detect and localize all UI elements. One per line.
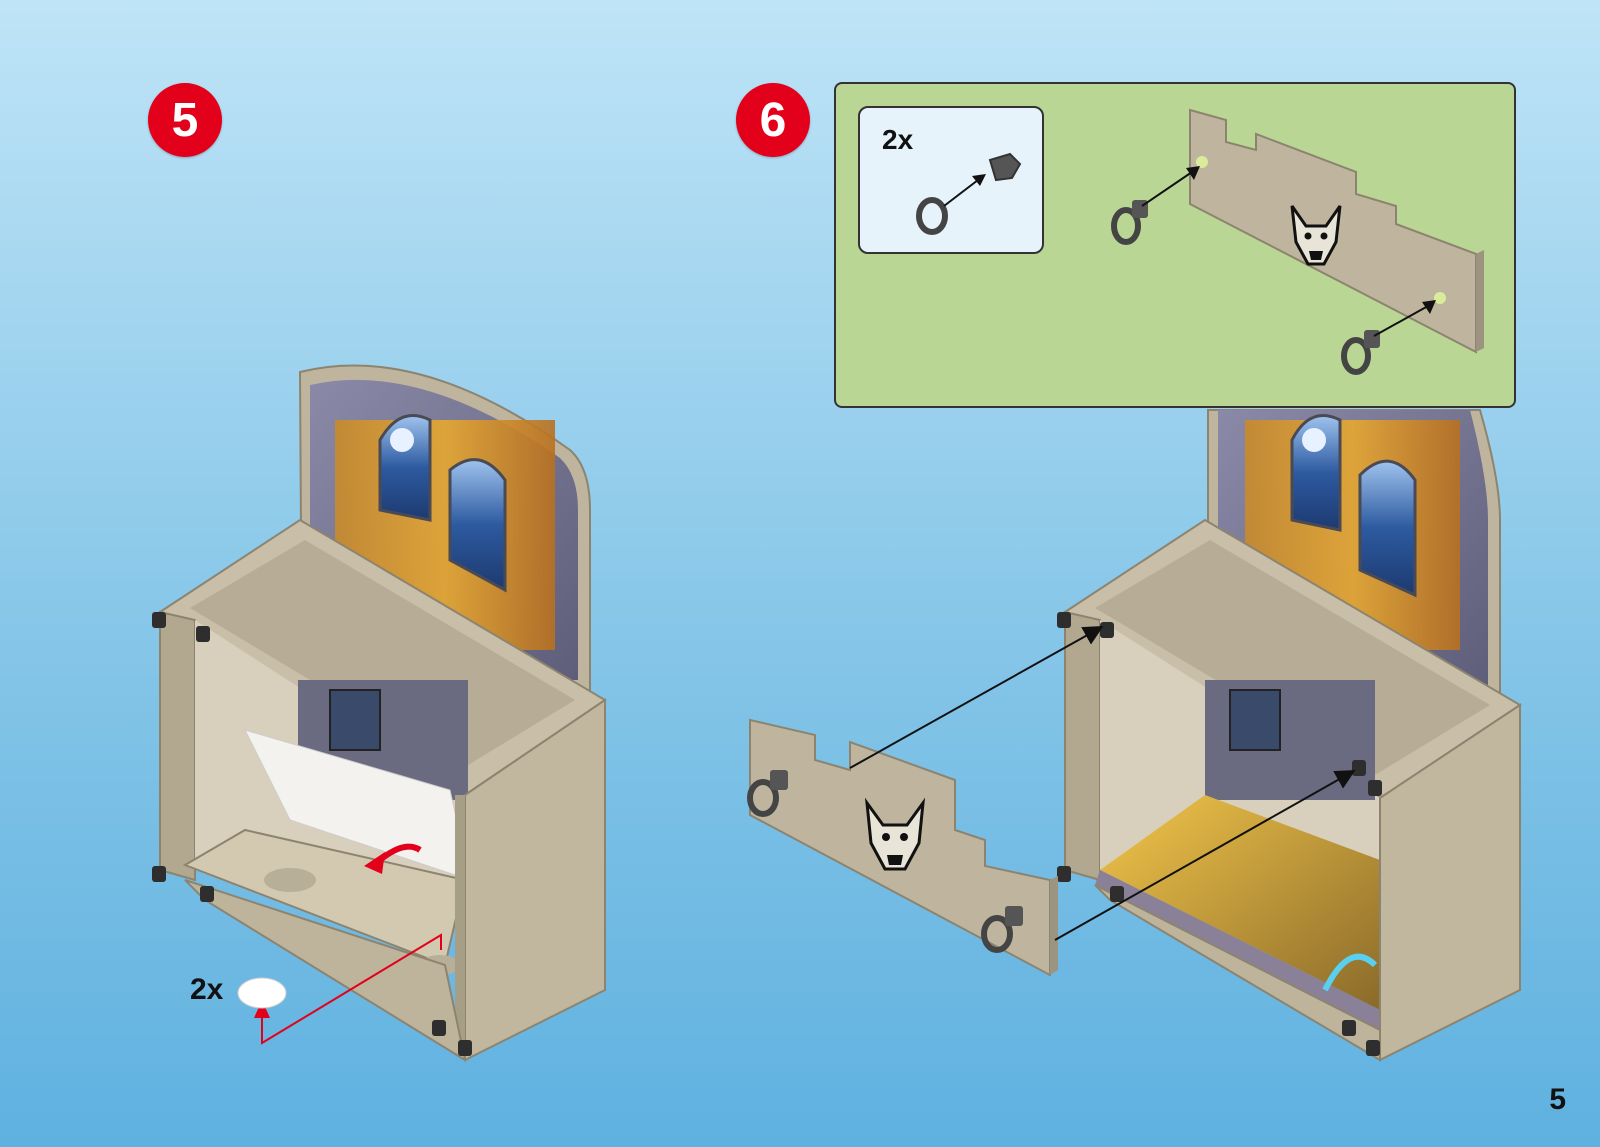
step6-detail-callout: 2x <box>834 82 1516 408</box>
callout-panel-illustration <box>836 84 1518 410</box>
step6-cabinet <box>1057 410 1520 1060</box>
step5-cabinet <box>152 365 605 1060</box>
page-number: 5 <box>1549 1083 1566 1117</box>
connector-arrow <box>850 628 1100 768</box>
step5-quantity-label: 2x <box>190 973 223 1007</box>
